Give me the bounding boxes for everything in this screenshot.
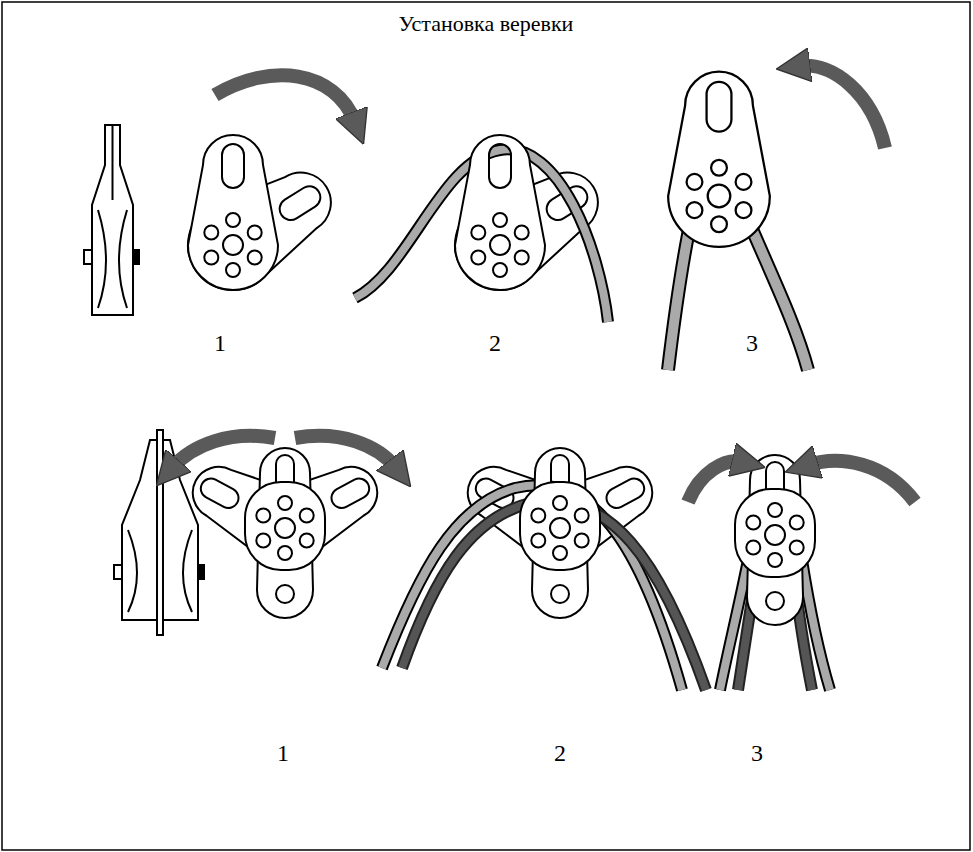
side-view-single xyxy=(84,125,139,315)
pulley-closed xyxy=(668,72,770,247)
rotate-arrow xyxy=(172,436,275,468)
drawing-part xyxy=(746,215,808,370)
side-view-double xyxy=(114,430,204,635)
drawing-part xyxy=(245,482,325,570)
pulley-open xyxy=(171,135,350,307)
drawing-part xyxy=(84,250,92,264)
rotate-arrow xyxy=(215,75,355,122)
drawing-part xyxy=(119,210,127,308)
drawing-part xyxy=(668,72,770,247)
rotate-arrow xyxy=(688,461,742,502)
step-number: 1 xyxy=(214,330,226,356)
rotate-arrow xyxy=(800,66,885,148)
drawing-part xyxy=(133,250,139,264)
drawing-part xyxy=(256,496,313,560)
drawing-part xyxy=(198,565,204,579)
drawing-part xyxy=(157,430,163,635)
double-pulley-closed xyxy=(735,455,815,625)
drawing-part xyxy=(114,565,122,579)
drawing-part xyxy=(178,447,336,579)
drawing-part xyxy=(668,215,692,370)
drawing-part xyxy=(746,215,808,370)
drawing-part xyxy=(188,135,278,290)
pulley-plate xyxy=(455,135,545,290)
drawing-part xyxy=(183,530,192,612)
rotate-arrow xyxy=(808,461,915,502)
drawing-part xyxy=(112,125,114,200)
drawing-part xyxy=(471,213,528,277)
drawing-part xyxy=(747,455,803,625)
drawing-part xyxy=(520,482,600,570)
double-pulley-plate xyxy=(520,448,600,618)
drawing-part xyxy=(532,448,588,618)
drawing-part xyxy=(455,135,545,290)
drawing-part xyxy=(531,496,588,560)
drawing-part xyxy=(234,447,392,579)
drawing-part xyxy=(92,125,133,315)
drawing-part xyxy=(204,213,261,277)
step-number: 2 xyxy=(489,330,501,356)
rotate-arrow xyxy=(295,436,396,468)
drawing-part xyxy=(687,160,752,232)
step-number: 2 xyxy=(554,740,566,766)
step-number: 1 xyxy=(277,740,289,766)
double-pulley-open xyxy=(178,447,392,618)
drawing-part xyxy=(98,210,106,308)
drawing-part xyxy=(735,489,815,577)
drawing-part xyxy=(122,440,158,620)
step-number: 3 xyxy=(751,740,763,766)
drawing-part xyxy=(128,530,137,612)
drawing-part xyxy=(257,448,313,618)
step-number: 3 xyxy=(746,330,758,356)
diagram-title: Установка веревки xyxy=(399,12,574,36)
drawing-part xyxy=(668,215,692,370)
drawing-part xyxy=(746,503,803,567)
